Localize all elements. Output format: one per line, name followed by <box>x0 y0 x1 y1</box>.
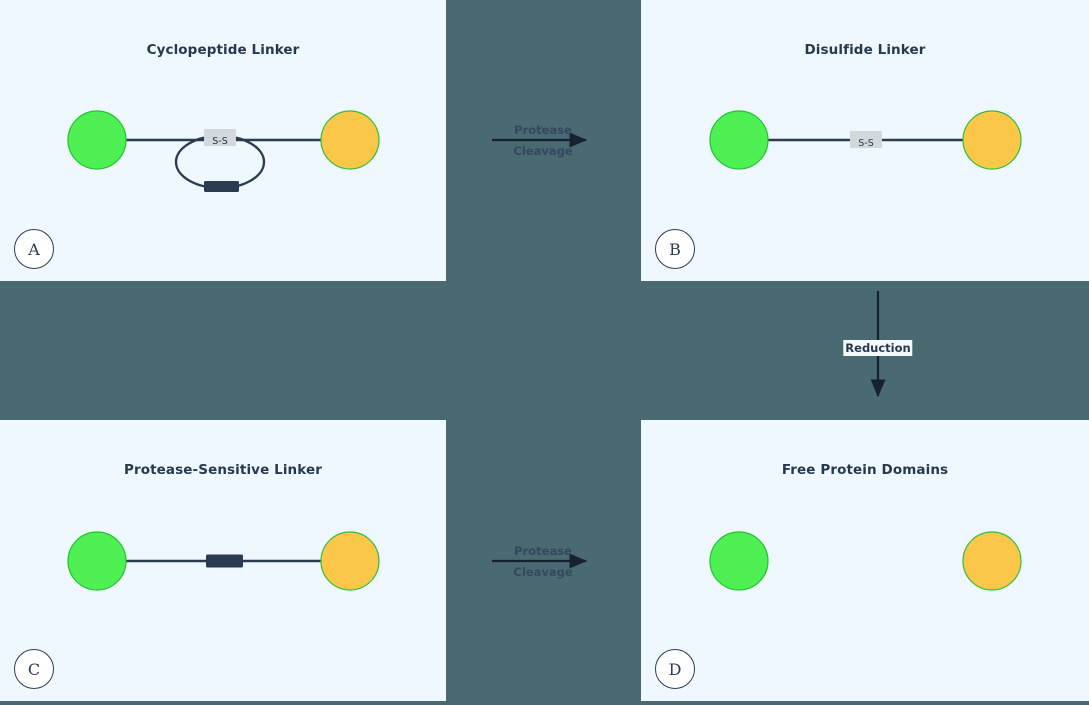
amber-protein-domain <box>962 531 1022 591</box>
disulfide-label: S-S <box>212 136 228 147</box>
panel-d-diagram <box>709 531 1022 591</box>
arrow-bottom-label-line2: Cleavage <box>513 565 573 579</box>
green-protein-domain <box>67 110 127 170</box>
panel-c: Protease-Sensitive Linker C <box>0 420 446 701</box>
green-protein-domain <box>709 110 769 170</box>
arrow-top-label-line2: Cleavage <box>513 144 573 158</box>
panel-d-badge: D <box>655 649 695 689</box>
arrow-right-label: Reduction <box>843 340 913 356</box>
disulfide-label: S-S <box>858 138 874 149</box>
panel-b: Disulfide Linker S-S B <box>641 0 1089 281</box>
transition-protease-cleavage-bottom: Protease Cleavage <box>446 420 641 701</box>
arrow-bottom-label-line1: Protease <box>514 544 572 558</box>
panel-b-title: Disulfide Linker <box>804 42 926 58</box>
arrow-bottom-svg <box>492 553 588 569</box>
panel-d-title: Free Protein Domains <box>781 462 949 478</box>
disulfide-label-background <box>850 131 882 148</box>
transition-protease-cleavage-top: Protease Cleavage <box>446 0 641 281</box>
amber-protein-domain <box>320 110 380 170</box>
panel-a-diagram: S-S <box>67 110 380 192</box>
green-protein-domain <box>709 531 769 591</box>
panel-a-badge: A <box>14 229 54 269</box>
arrow-top-svg <box>492 132 588 148</box>
amber-protein-domain <box>962 110 1022 170</box>
green-protein-domain <box>67 531 127 591</box>
panel-c-diagram <box>67 531 380 591</box>
panel-b-diagram: S-S <box>709 110 1022 170</box>
panel-d: Free Protein Domains D <box>641 420 1089 701</box>
disulfide-label-background <box>204 129 236 146</box>
transition-reduction: Reduction <box>641 281 1089 420</box>
panel-c-badge: C <box>14 649 54 689</box>
panel-a: Cyclopeptide Linker S-S A <box>0 0 446 281</box>
panel-b-badge: B <box>655 229 695 269</box>
protease-cleavage-site-block <box>206 554 243 568</box>
panel-a-title: Cyclopeptide Linker <box>146 42 300 58</box>
protease-cleavage-site-block <box>204 181 239 192</box>
amber-protein-domain <box>320 531 380 591</box>
panel-c-title: Protease-Sensitive Linker <box>124 462 322 478</box>
arrow-top-label-line1: Protease <box>514 123 572 137</box>
